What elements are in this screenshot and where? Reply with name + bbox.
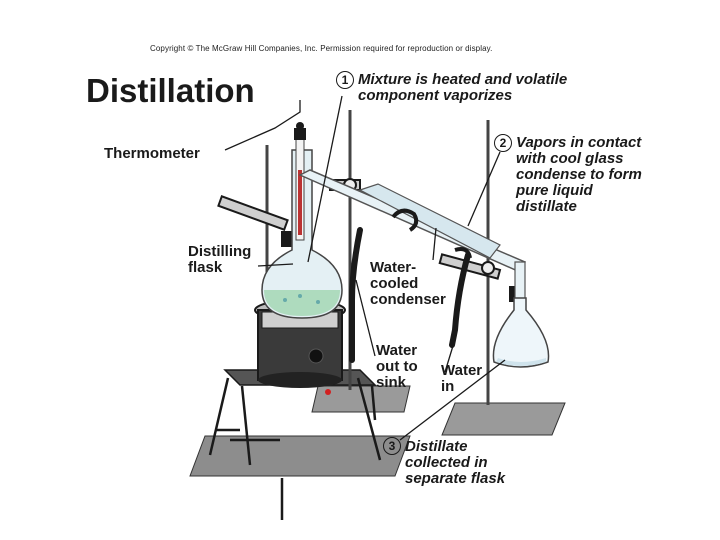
label-water-out: Water out to sink bbox=[376, 343, 418, 391]
step-3-text: Distillate collected in separate flask bbox=[405, 439, 505, 487]
left-base-plate bbox=[190, 436, 410, 476]
receiving-flask bbox=[493, 298, 548, 367]
step-3-badge: 3 bbox=[383, 437, 401, 455]
right-base-plate bbox=[442, 403, 565, 435]
copyright-notice: Copyright © The McGraw Hill Companies, I… bbox=[150, 44, 492, 53]
water-out-hose bbox=[352, 230, 360, 360]
page-title: Distillation bbox=[86, 72, 255, 110]
label-distilling-flask: Distilling flask bbox=[188, 244, 251, 276]
step-2-badge: 2 bbox=[494, 134, 512, 152]
step-2-text: Vapors in contact with cool glass conden… bbox=[516, 135, 642, 215]
step-1-badge: 1 bbox=[336, 71, 354, 89]
label-water-in: Water in bbox=[441, 363, 482, 395]
step-1-text: Mixture is heated and volatile component… bbox=[358, 72, 567, 104]
label-condenser: Water- cooled condenser bbox=[370, 260, 446, 308]
thermometer bbox=[294, 122, 306, 240]
label-thermometer: Thermometer bbox=[104, 146, 200, 162]
